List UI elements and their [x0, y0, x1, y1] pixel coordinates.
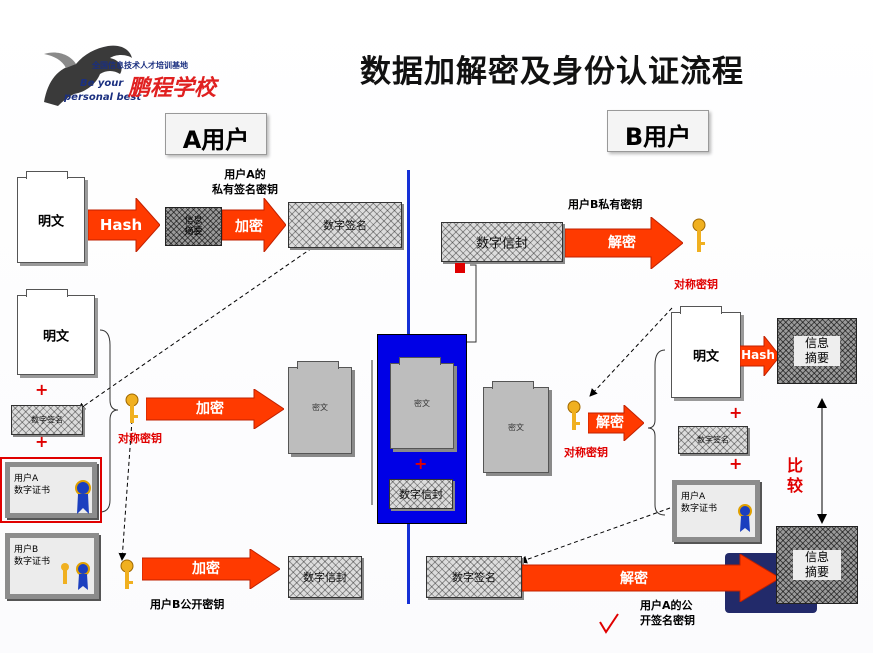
decrypt-arrow-1: [565, 217, 683, 269]
logo-caption: 全国信息技术人才培训基地: [92, 61, 188, 70]
cert-a-ribbon-icon: [75, 480, 91, 514]
signature-box-2: 数字签名: [11, 405, 83, 435]
sym-key-label-right: 对称密钥: [564, 446, 608, 459]
digest-small: 信息 摘要: [165, 207, 222, 246]
b-private-key-label: 用户B私有密钥: [568, 198, 643, 211]
cipher-doc-left: 密文: [288, 361, 352, 454]
key-icon-2: [120, 559, 134, 589]
signature-box-right: 数字签名: [678, 426, 748, 454]
a-private-key-label: 用户A的 私有签名密钥: [212, 168, 278, 196]
header-user-a: A用户: [165, 113, 267, 155]
encrypt-label-2: 加密: [196, 401, 224, 417]
envelope-box-right: 数字信封: [441, 222, 563, 262]
sym-key-label-right-top: 对称密钥: [674, 278, 718, 291]
hash-label: Hash: [99, 216, 143, 234]
horse-logo-icon: [44, 45, 132, 106]
signature-box-bottom: 数字签名: [426, 556, 522, 598]
sym-key-label-left: 对称密钥: [118, 432, 162, 445]
plus-middle: +: [414, 454, 428, 473]
plus-right-1: +: [729, 403, 743, 422]
a-public-key-label: 用户A的公 开签名密钥: [640, 599, 695, 627]
logo-brand: 鹏程学校: [128, 76, 217, 101]
logo: 全国信息技术人才培训基地 Be your personal best 鹏程学校: [30, 40, 220, 110]
cert-b-ribbon-icon: [76, 562, 90, 590]
hash-label-right: Hash: [741, 348, 775, 362]
envelope-box-left: 数字信封: [288, 556, 362, 598]
logo-slogan-2: personal best: [64, 92, 142, 103]
b-public-key-label: 用户B公开密钥: [150, 598, 225, 611]
key-icon-1: [125, 393, 139, 423]
hash-arrow: [88, 198, 160, 252]
decrypt-arrow-3: [522, 554, 780, 602]
red-marker: [455, 263, 465, 273]
decrypt-label-1: 解密: [608, 235, 636, 251]
cipher-doc-right: 密文: [483, 381, 549, 473]
digest-box-2: 信息 摘要: [776, 526, 858, 604]
logo-slogan-1: Be your: [80, 78, 124, 89]
key-icon-right: [567, 400, 581, 430]
decrypt-label-3: 解密: [620, 571, 648, 587]
key-icon-b-private: [692, 218, 706, 252]
plaintext-doc-2: 明文: [17, 289, 95, 375]
encrypt-arrow-2: [146, 389, 284, 429]
signature-box-1: 数字签名: [288, 202, 402, 248]
plus-2: +: [35, 432, 49, 451]
cert-a-right-ribbon-icon: [738, 504, 752, 532]
compare-label: 比 较: [787, 456, 804, 495]
decrypt-label-2: 解密: [596, 415, 624, 431]
plaintext-doc-right: 明文: [671, 306, 741, 398]
hash-arrow-right: [740, 336, 780, 376]
encrypt-arrow-1: [222, 198, 286, 252]
page-title: 数据加解密及身份认证流程: [360, 54, 744, 90]
cert-b-key-icon: [61, 563, 69, 584]
plus-1: +: [35, 380, 49, 399]
plus-right-2: +: [729, 454, 743, 473]
header-user-b: B用户: [607, 110, 709, 152]
cipher-doc-middle: 密文: [390, 357, 454, 449]
plaintext-doc-1: 明文: [17, 171, 85, 263]
envelope-box-middle: 数字信封: [389, 479, 453, 509]
digest-box-1: 信息 摘要: [777, 318, 857, 384]
decrypt-arrow-2: [588, 405, 644, 441]
encrypt-label-1: 加密: [235, 219, 263, 235]
encrypt-arrow-3: [142, 549, 280, 589]
cert-b: 用户B 数字证书: [5, 533, 99, 599]
encrypt-label-3: 加密: [192, 561, 220, 577]
